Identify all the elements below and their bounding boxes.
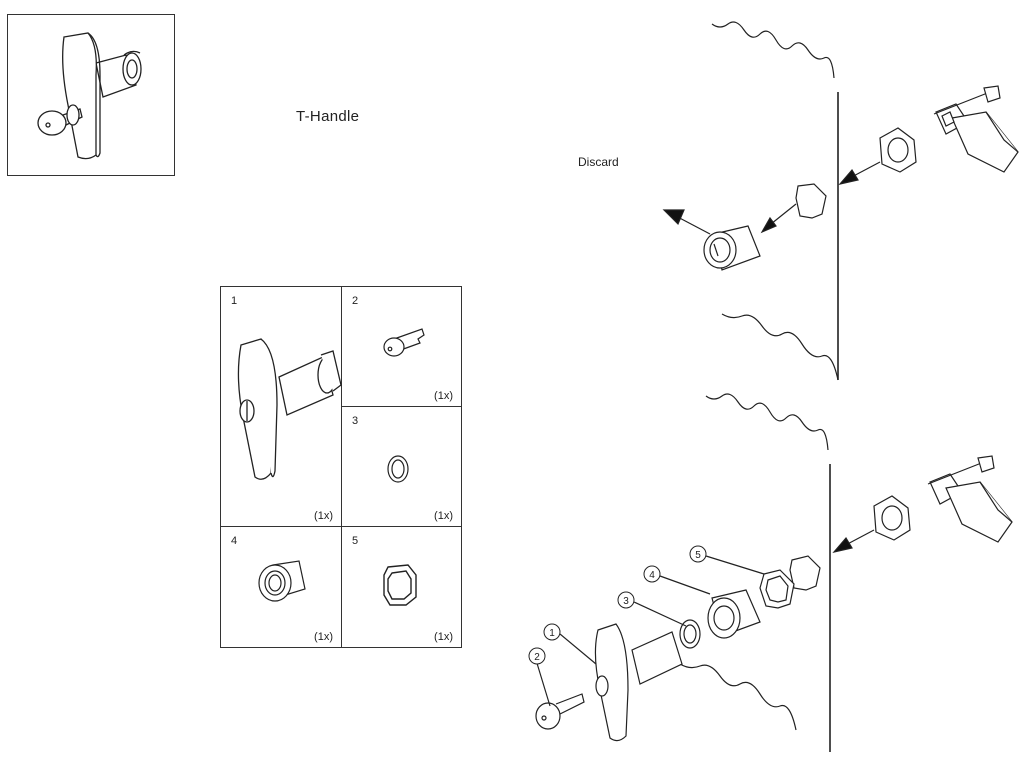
part-number: 3 [352, 415, 359, 427]
key-part-2 [535, 702, 561, 730]
part-qty: (1x) [314, 510, 333, 522]
removed-bushing [703, 225, 761, 271]
callout-3-label: 3 [623, 596, 629, 607]
old-gasket [795, 183, 827, 219]
part-number: 5 [352, 535, 359, 547]
callout-2-label: 2 [534, 652, 540, 663]
callout-1-label: 1 [549, 628, 555, 639]
panel-cut-edge [721, 313, 839, 381]
key-icon [383, 328, 425, 357]
part-qty: (1x) [314, 631, 333, 643]
t-handle-icon [237, 338, 342, 480]
cam-assembly [935, 103, 1019, 173]
part-cell-1: 1 (1x) [221, 287, 342, 527]
washer-icon [387, 455, 409, 483]
callout-1 [543, 623, 561, 641]
washer-part-3 [679, 619, 701, 649]
callout-2 [528, 647, 546, 665]
gasket-icon [383, 564, 417, 606]
part-cell-5: 5 (1x) [342, 527, 461, 647]
callout-4 [643, 565, 661, 583]
t-handle-with-key-illustration [37, 32, 142, 160]
part-qty: (1x) [434, 390, 453, 402]
diagram-title: T-Handle [296, 108, 360, 125]
discard-label: Discard [578, 155, 619, 169]
part-number: 4 [231, 535, 238, 547]
part-qty: (1x) [434, 631, 453, 643]
part-cell-2: 2 (1x) [342, 287, 461, 407]
callout-4-label: 4 [649, 570, 655, 581]
bushing-icon [258, 560, 306, 602]
hex-nut [879, 127, 917, 173]
part-qty: (1x) [434, 510, 453, 522]
part-cell-4: 4 (1x) [221, 527, 342, 647]
callout-3 [617, 591, 635, 609]
part-cell-3: 3 (1x) [342, 407, 461, 527]
parts-list-grid: 1 (1x) 2 (1x) 3 [220, 286, 462, 648]
panel-top-edge [711, 21, 835, 79]
screw [983, 85, 1001, 103]
t-handle-part-1 [594, 623, 629, 742]
part-number: 2 [352, 295, 359, 307]
callout-5 [689, 545, 707, 563]
product-thumbnail [7, 14, 175, 176]
part-number: 1 [231, 295, 238, 307]
panel-top-edge-2 [705, 393, 829, 451]
callout-5-label: 5 [695, 550, 701, 561]
